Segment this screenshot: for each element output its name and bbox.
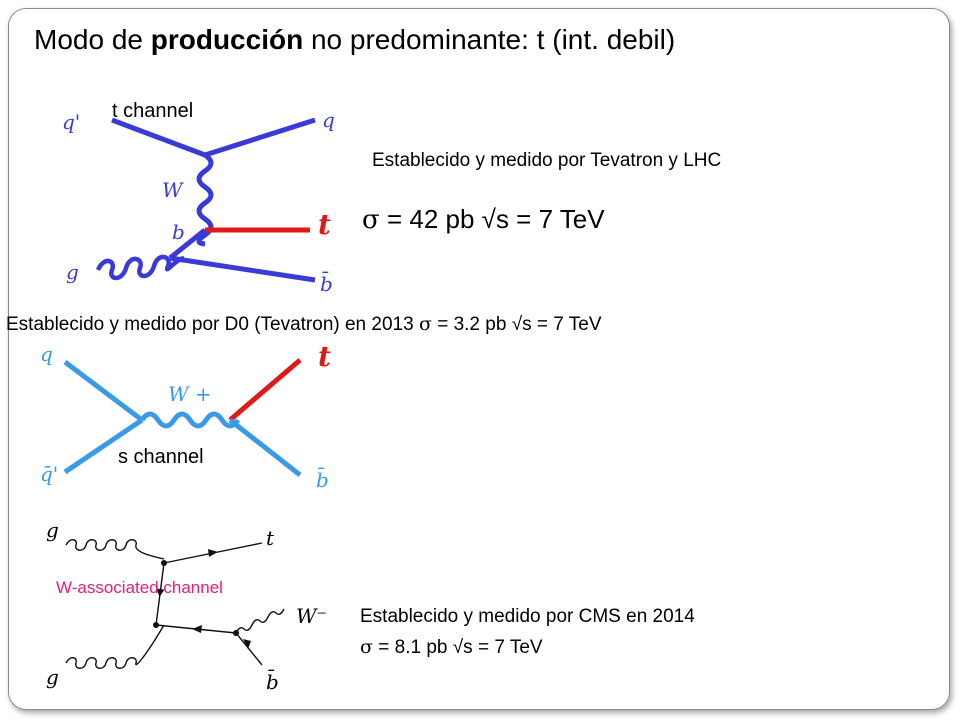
s-qbar-label: q̄' xyxy=(40,462,59,486)
qbar-line xyxy=(63,417,144,475)
bbar-arrow xyxy=(243,639,251,649)
quark-line-in xyxy=(111,117,206,158)
s-t-label: t xyxy=(318,340,331,373)
w-boson-line xyxy=(196,152,214,247)
s-channel-label: s channel xyxy=(118,446,204,468)
g-label: g xyxy=(66,260,79,284)
s-w-label: W + xyxy=(168,382,212,406)
b-arrow xyxy=(192,625,202,633)
w-associated-label: W-associated channel xyxy=(56,578,223,597)
b-quark-line xyxy=(168,228,207,260)
bbar-line xyxy=(228,418,302,477)
upper-gluon-line xyxy=(65,539,165,560)
lower-gluon-line xyxy=(65,624,165,669)
s-channel-established-text: Establecido y medido por D0 (Tevatron) e… xyxy=(6,313,602,335)
slide-frame xyxy=(8,8,950,710)
w-g1-label: g xyxy=(46,518,59,542)
t-label: t xyxy=(318,208,331,241)
w-plus-line xyxy=(139,411,241,429)
top-line xyxy=(228,358,302,422)
w-established-line2: σ = 8.1 pb √s = 7 TeV xyxy=(360,636,543,658)
propagator-arrow xyxy=(156,588,165,597)
q-label: q xyxy=(322,108,335,132)
w-bbar-label: b̄ xyxy=(266,670,279,694)
q-line xyxy=(63,360,144,422)
w-wminus-label: W⁻ xyxy=(296,604,328,628)
top-arrow xyxy=(208,549,218,557)
s-channel-diagram xyxy=(63,358,302,477)
w-label: W xyxy=(162,178,183,202)
w-g2-label: g xyxy=(46,665,59,689)
b-label: b xyxy=(172,220,185,244)
s-bbar-label: b̄ xyxy=(316,468,329,492)
t-channel-diagram xyxy=(95,117,316,283)
slide-title: Modo de producción no predominante: t (i… xyxy=(34,24,676,55)
t-channel-label: t channel xyxy=(112,100,194,122)
w-minus-line xyxy=(235,608,285,634)
w-t-label: t xyxy=(266,526,275,550)
quark-line-out xyxy=(204,117,316,158)
t-channel-established-text: Establecido y medido por Tevatron y LHC xyxy=(372,150,722,171)
gluon-line xyxy=(95,254,185,281)
t-channel-cross-section: σ = 42 pb √s = 7 TeV xyxy=(362,204,605,235)
s-q-label: q xyxy=(40,342,53,366)
bbar-line xyxy=(169,255,316,283)
bbar-in-line xyxy=(235,632,263,666)
w-associated-diagram xyxy=(65,539,285,669)
w-established-line1: Establecido y medido por CMS en 2014 xyxy=(360,606,695,627)
bbar-label: b̄ xyxy=(320,272,333,296)
q-prime-label: q' xyxy=(62,110,81,134)
